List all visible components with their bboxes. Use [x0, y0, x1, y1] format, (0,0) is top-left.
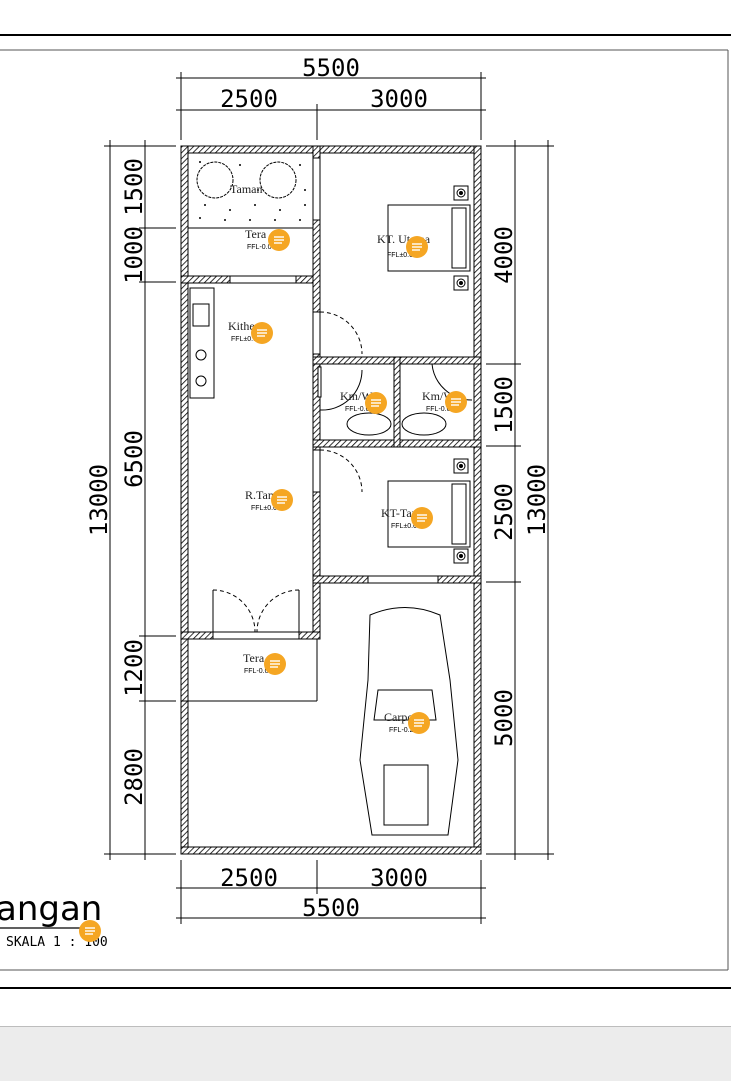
ffl-teras-1: FFL-0.0	[247, 244, 272, 251]
ffl-teras-2: FFL-0.0	[244, 668, 269, 675]
dim-bottom-total: 5500	[302, 894, 360, 922]
dim-bottom-left: 2500	[220, 864, 278, 892]
dimension-lines	[104, 72, 554, 924]
dim-right-total: 13000	[523, 464, 551, 536]
dim-left-total: 13000	[85, 464, 113, 536]
dim-left-4: 1200	[120, 639, 148, 697]
ffl-carport: FFL-0.2	[389, 727, 414, 734]
comment-marker-icon[interactable]	[364, 391, 388, 415]
dim-bottom-right: 3000	[370, 864, 428, 892]
room-label-taman: Taman	[230, 182, 262, 196]
dim-left-3: 6500	[120, 430, 148, 488]
room-label-teras-1: Tera	[245, 227, 267, 241]
comment-marker-icon[interactable]	[410, 506, 434, 530]
dim-left-1: 1500	[120, 158, 148, 216]
ffl-kmwc-1: FFL-0.0	[345, 406, 370, 413]
openings	[181, 157, 473, 702]
dim-right-4: 5000	[490, 689, 518, 747]
dim-top-right: 3000	[370, 85, 428, 113]
sheet-frame	[0, 34, 731, 989]
comment-marker-icon[interactable]	[263, 652, 287, 676]
dimension-labels: 5500 2500 3000 2500 3000 5500 13000 1500…	[85, 54, 551, 922]
comment-marker-icon[interactable]	[250, 321, 274, 345]
ffl-r-tamu: FFL±0.0	[251, 505, 277, 512]
dim-left-5: 2800	[120, 748, 148, 806]
comment-marker-icon[interactable]	[407, 711, 431, 735]
room-labels: Taman Tera FFL-0.0 KT. Utama FFL±0.0 Kit…	[228, 182, 460, 734]
comment-marker-icon[interactable]	[270, 488, 294, 512]
comment-marker-icon[interactable]	[267, 228, 291, 252]
comment-marker-icon[interactable]	[405, 235, 429, 259]
dim-right-2: 1500	[490, 376, 518, 434]
ffl-kmwc-2: FFL-0.0	[426, 406, 451, 413]
dim-left-2: 1000	[120, 226, 148, 284]
dim-right-3: 2500	[490, 483, 518, 541]
walls	[180, 145, 482, 855]
ffl-kt-tamu: FFL±0.0	[391, 523, 417, 530]
dim-top-left: 2500	[220, 85, 278, 113]
room-label-teras-2: Tera	[243, 651, 265, 665]
dim-top-total: 5500	[302, 54, 360, 82]
dim-right-1: 4000	[490, 226, 518, 284]
bottom-toolbar	[0, 1026, 731, 1081]
garden	[196, 161, 306, 221]
ffl-kt-utama: FFL±0.0	[387, 252, 413, 259]
comment-marker-icon[interactable]	[78, 919, 102, 943]
comment-marker-icon[interactable]	[444, 390, 468, 414]
furniture	[189, 185, 471, 836]
ffl-kithen: FFL±0.0	[231, 336, 257, 343]
